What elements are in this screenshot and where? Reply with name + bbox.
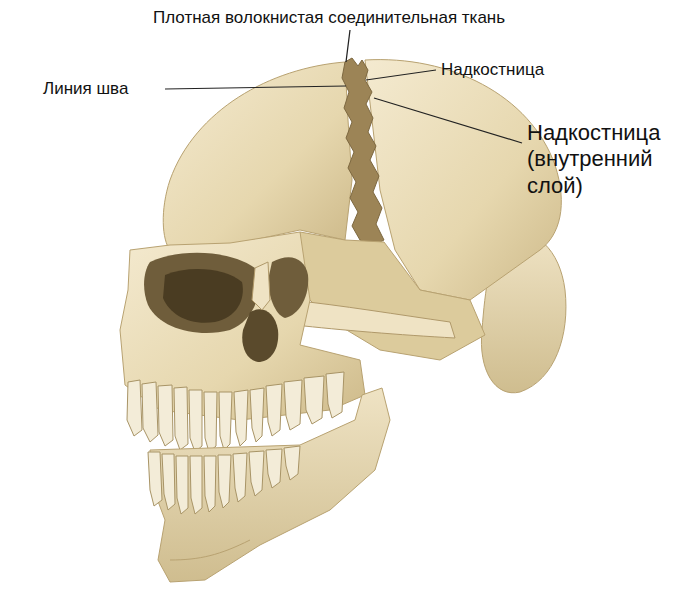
- part-label: Плотная волокнистая соединительная ткань: [153, 8, 505, 28]
- part-label: Линия шва: [43, 79, 128, 99]
- lower-teeth: [148, 446, 300, 514]
- part-label: Надкостница (внутренний слой): [527, 120, 687, 199]
- part-label: Надкостница: [441, 60, 544, 80]
- leader-lines: [165, 30, 522, 143]
